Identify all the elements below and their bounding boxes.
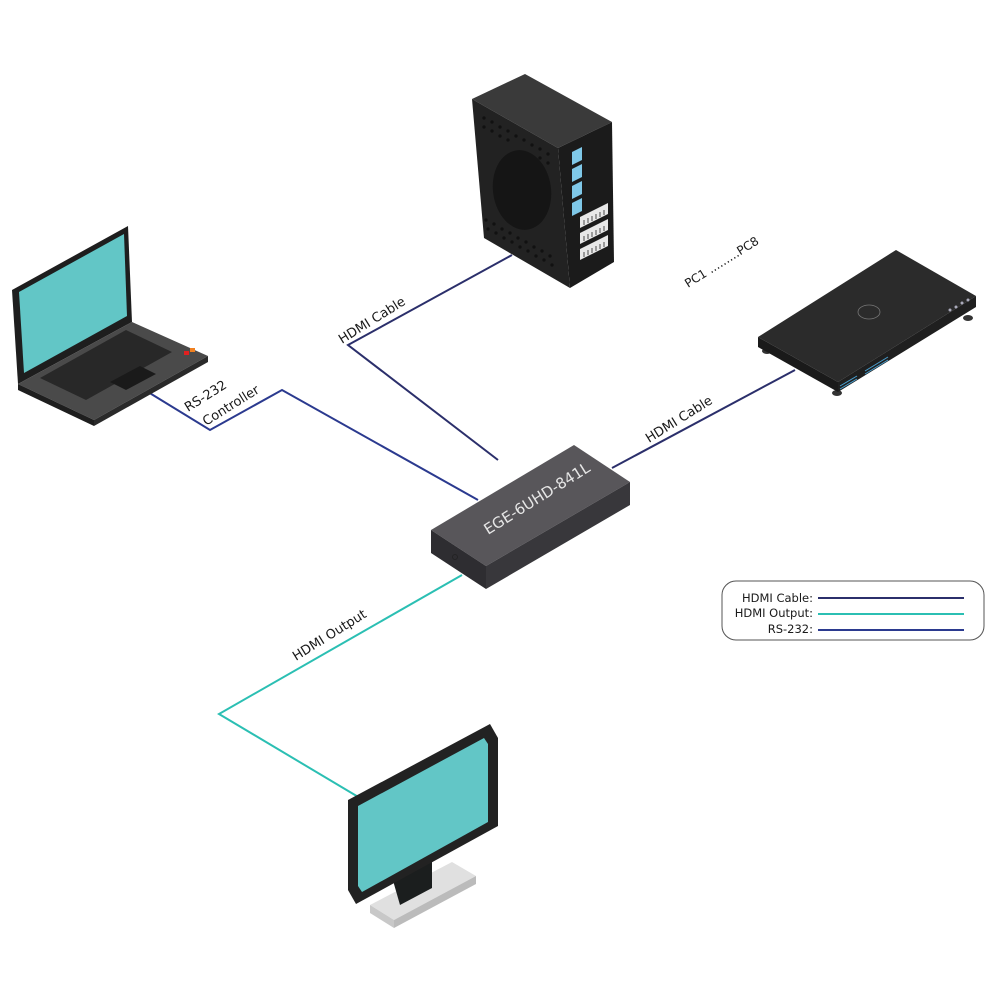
legend: HDMI Cable: HDMI Output: RS-232: [721, 580, 985, 641]
legend-item-hdmi-output: HDMI Output: [735, 606, 964, 620]
hdmi-cable-line-player [611, 369, 796, 469]
hdmi-cable-line-server [346, 254, 513, 461]
legend-label-hdmi-output: HDMI Output: [735, 606, 813, 620]
legend-item-rs232: RS-232: [768, 622, 964, 636]
connection-lines [147, 254, 796, 799]
hdmi-cable-label-player: HDMI Cable [643, 393, 715, 446]
sources-label: PC1 .........PC8 [682, 234, 761, 291]
monitor-icon [348, 724, 498, 928]
legend-label-rs232: RS-232: [768, 622, 813, 636]
legend-label-hdmi-cable: HDMI Cable: [742, 591, 813, 605]
server-tower-icon [472, 74, 614, 288]
hdmi-cable-label-server: HDMI Cable [336, 294, 408, 347]
laptop-icon [12, 226, 208, 426]
hdmi-output-line-monitor [217, 574, 463, 799]
legend-item-hdmi-cable: HDMI Cable: [742, 591, 964, 605]
matrix-switch-icon [431, 445, 630, 589]
media-player-icon [758, 250, 976, 396]
rs232-line-laptop [147, 388, 479, 501]
